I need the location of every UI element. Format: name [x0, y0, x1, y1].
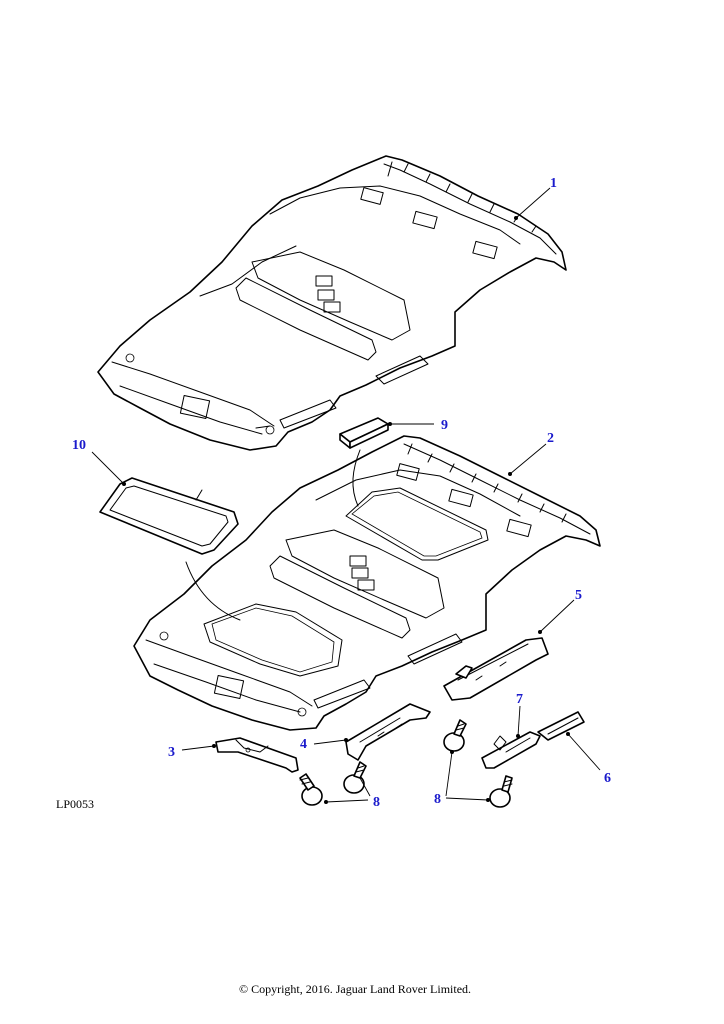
callout-9: 9	[441, 418, 448, 433]
clip-c	[299, 773, 323, 806]
callout-4: 4	[300, 737, 307, 752]
callout-labels: 1 2 3 4 5 6 7 8 8 9 10	[72, 176, 611, 810]
bracket-4[interactable]	[345, 703, 431, 761]
headlining-panel-1[interactable]	[97, 155, 567, 451]
callout-8a: 8	[373, 795, 380, 810]
clip-a	[443, 719, 467, 752]
fit-line-10	[185, 561, 241, 621]
clip-d	[489, 775, 513, 808]
callout-2: 2	[547, 431, 554, 446]
callout-8b: 8	[434, 792, 441, 807]
foam-block-9[interactable]	[339, 417, 389, 449]
diagram-reference: LP0053	[56, 797, 94, 811]
callout-1: 1	[550, 176, 557, 191]
bracket-6[interactable]	[537, 711, 585, 741]
push-clip-8[interactable]	[299, 719, 513, 808]
bracket-7[interactable]	[481, 731, 541, 769]
callout-7: 7	[516, 692, 523, 707]
bracket-5[interactable]	[443, 637, 549, 701]
callout-3: 3	[168, 745, 175, 760]
bracket-3[interactable]	[215, 737, 299, 773]
headlining-panel-2[interactable]	[133, 435, 601, 731]
callout-6: 6	[604, 771, 611, 786]
fit-line-9	[352, 449, 361, 507]
sunroof-seal-10[interactable]	[99, 477, 239, 555]
clip-b	[343, 761, 367, 794]
callout-5: 5	[575, 588, 582, 603]
leader-lines	[91, 187, 601, 804]
copyright-notice: © Copyright, 2016. Jaguar Land Rover Lim…	[239, 982, 471, 996]
callout-10: 10	[72, 438, 86, 453]
